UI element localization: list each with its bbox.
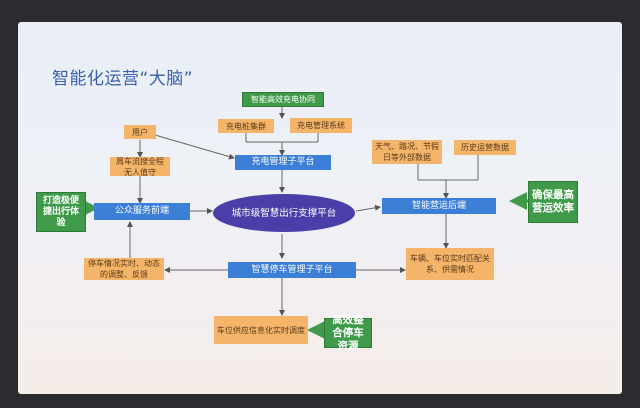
public-service-frontend: 公众服务前端 <box>94 203 190 220</box>
slide-title: 智能化运营“大脑” <box>52 69 194 89</box>
external-data-item: 天气、路况、节假日等外部数据 <box>372 140 442 164</box>
charging-item-2: 充电管理系统 <box>290 118 352 133</box>
user-box: 用户 <box>124 125 156 139</box>
parking-right-item: 车辆、车位实时匹配关系、供需情况 <box>406 248 494 280</box>
top-green-label: 智能高效充电协同 <box>242 92 324 107</box>
parking-subplatform: 智慧停车管理子平台 <box>228 262 356 278</box>
parking-green-label: 高效整合停车资源 <box>324 314 372 352</box>
charging-subplatform: 充电管理子平台 <box>235 155 331 170</box>
parking-left-item: 停车情况实时、动态的调整、反馈 <box>84 258 164 280</box>
charging-item-1: 充电桩集群 <box>218 119 274 133</box>
public-green-label: 打造极便捷出行体验 <box>36 192 86 232</box>
operations-green-label: 确保最高营运效率 <box>528 181 578 223</box>
parking-dispatch-item: 车位供应信息化实时调度 <box>214 316 308 344</box>
operations-backend: 智能营运后端 <box>382 198 496 214</box>
public-service-item: 周车流搜全程无人值守 <box>110 157 170 177</box>
central-platform: 城市级智慧出行支撑平台 <box>213 194 355 232</box>
history-data-item: 历史运营数据 <box>454 140 516 155</box>
